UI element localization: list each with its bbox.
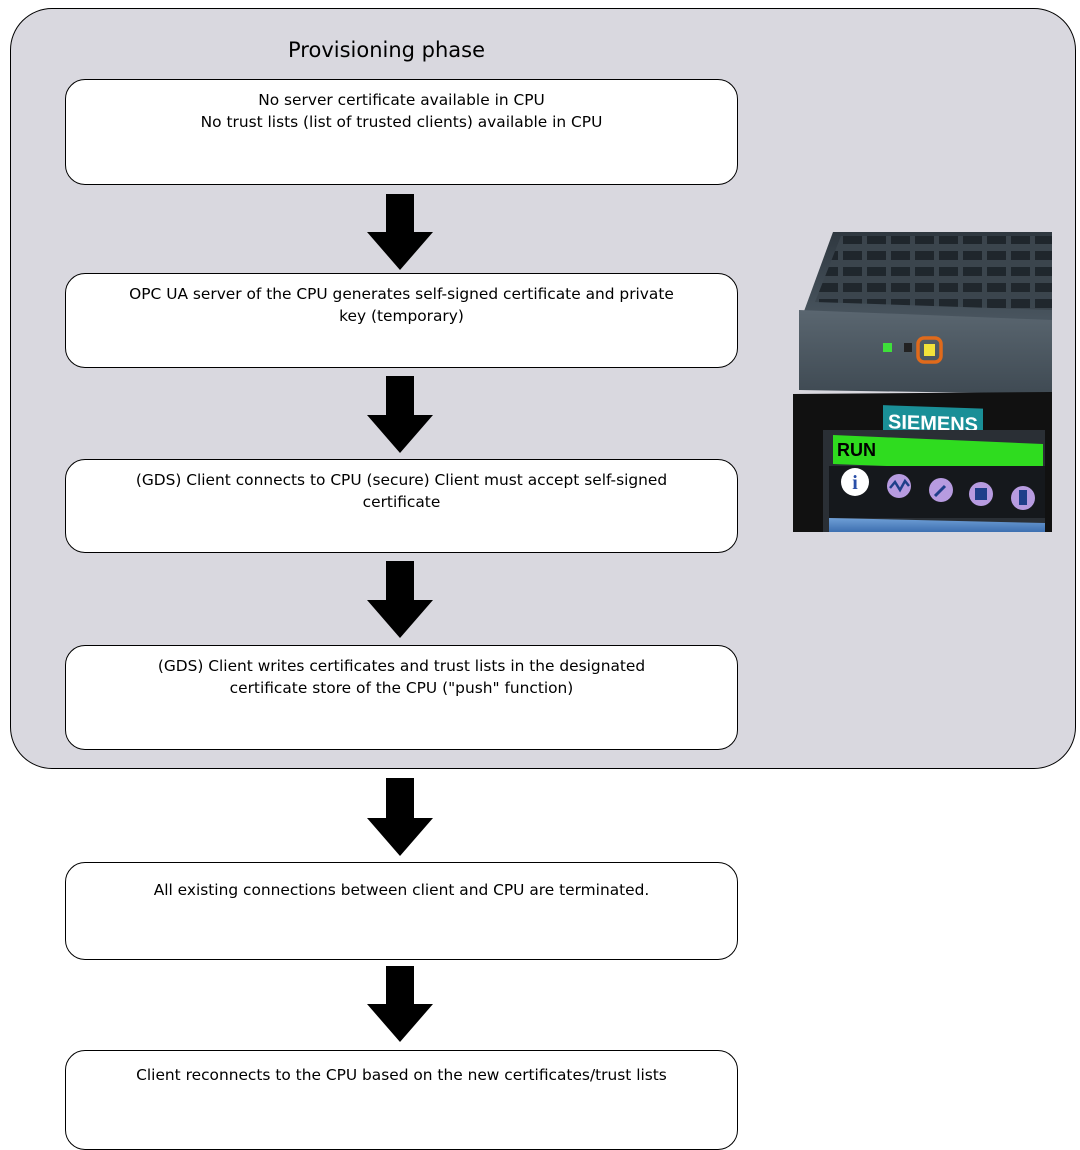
flow-arrow-5 [367, 966, 433, 1042]
step-1-line-1: No server certificate available in CPU [258, 91, 545, 109]
step-2-line-1: OPC UA server of the CPU generates self-… [129, 285, 674, 303]
led-green [883, 343, 892, 352]
flow-arrow-1 [367, 194, 433, 270]
step-box-4: (GDS) Client writes certificates and tru… [65, 645, 738, 750]
run-status-text: RUN [837, 440, 876, 460]
step-box-6: Client reconnects to the CPU based on th… [65, 1050, 738, 1150]
step-1-line-2: No trust lists (list of trusted clients)… [200, 113, 603, 131]
flow-arrow-2 [367, 376, 433, 453]
step-box-1: No server certificate available in CPU N… [65, 79, 738, 185]
step-4-line-2: certificate store of the CPU ("push" fun… [229, 679, 574, 697]
step-4-line-1: (GDS) Client writes certificates and tru… [157, 657, 646, 675]
flow-arrow-3 [367, 561, 433, 638]
step-3-line-2: certificate [362, 493, 441, 511]
step-2-line-2: key (temporary) [339, 307, 464, 325]
flow-arrow-4 [367, 778, 433, 856]
step-3-line-1: (GDS) Client connects to CPU (secure) Cl… [135, 471, 668, 489]
step-5-line-1: All existing connections between client … [153, 881, 650, 899]
step-box-5: All existing connections between client … [65, 862, 738, 960]
step-box-2: OPC UA server of the CPU generates self-… [65, 273, 738, 368]
svg-text:i: i [852, 472, 858, 494]
info-icon [841, 468, 869, 496]
cpu-device-image: SIEMENS RUN i [793, 232, 1052, 532]
phase-title: Provisioning phase [288, 38, 486, 62]
led-highlight-ring [916, 336, 943, 364]
step-6-line-1: Client reconnects to the CPU based on th… [136, 1066, 667, 1084]
step-box-3: (GDS) Client connects to CPU (secure) Cl… [65, 459, 738, 553]
